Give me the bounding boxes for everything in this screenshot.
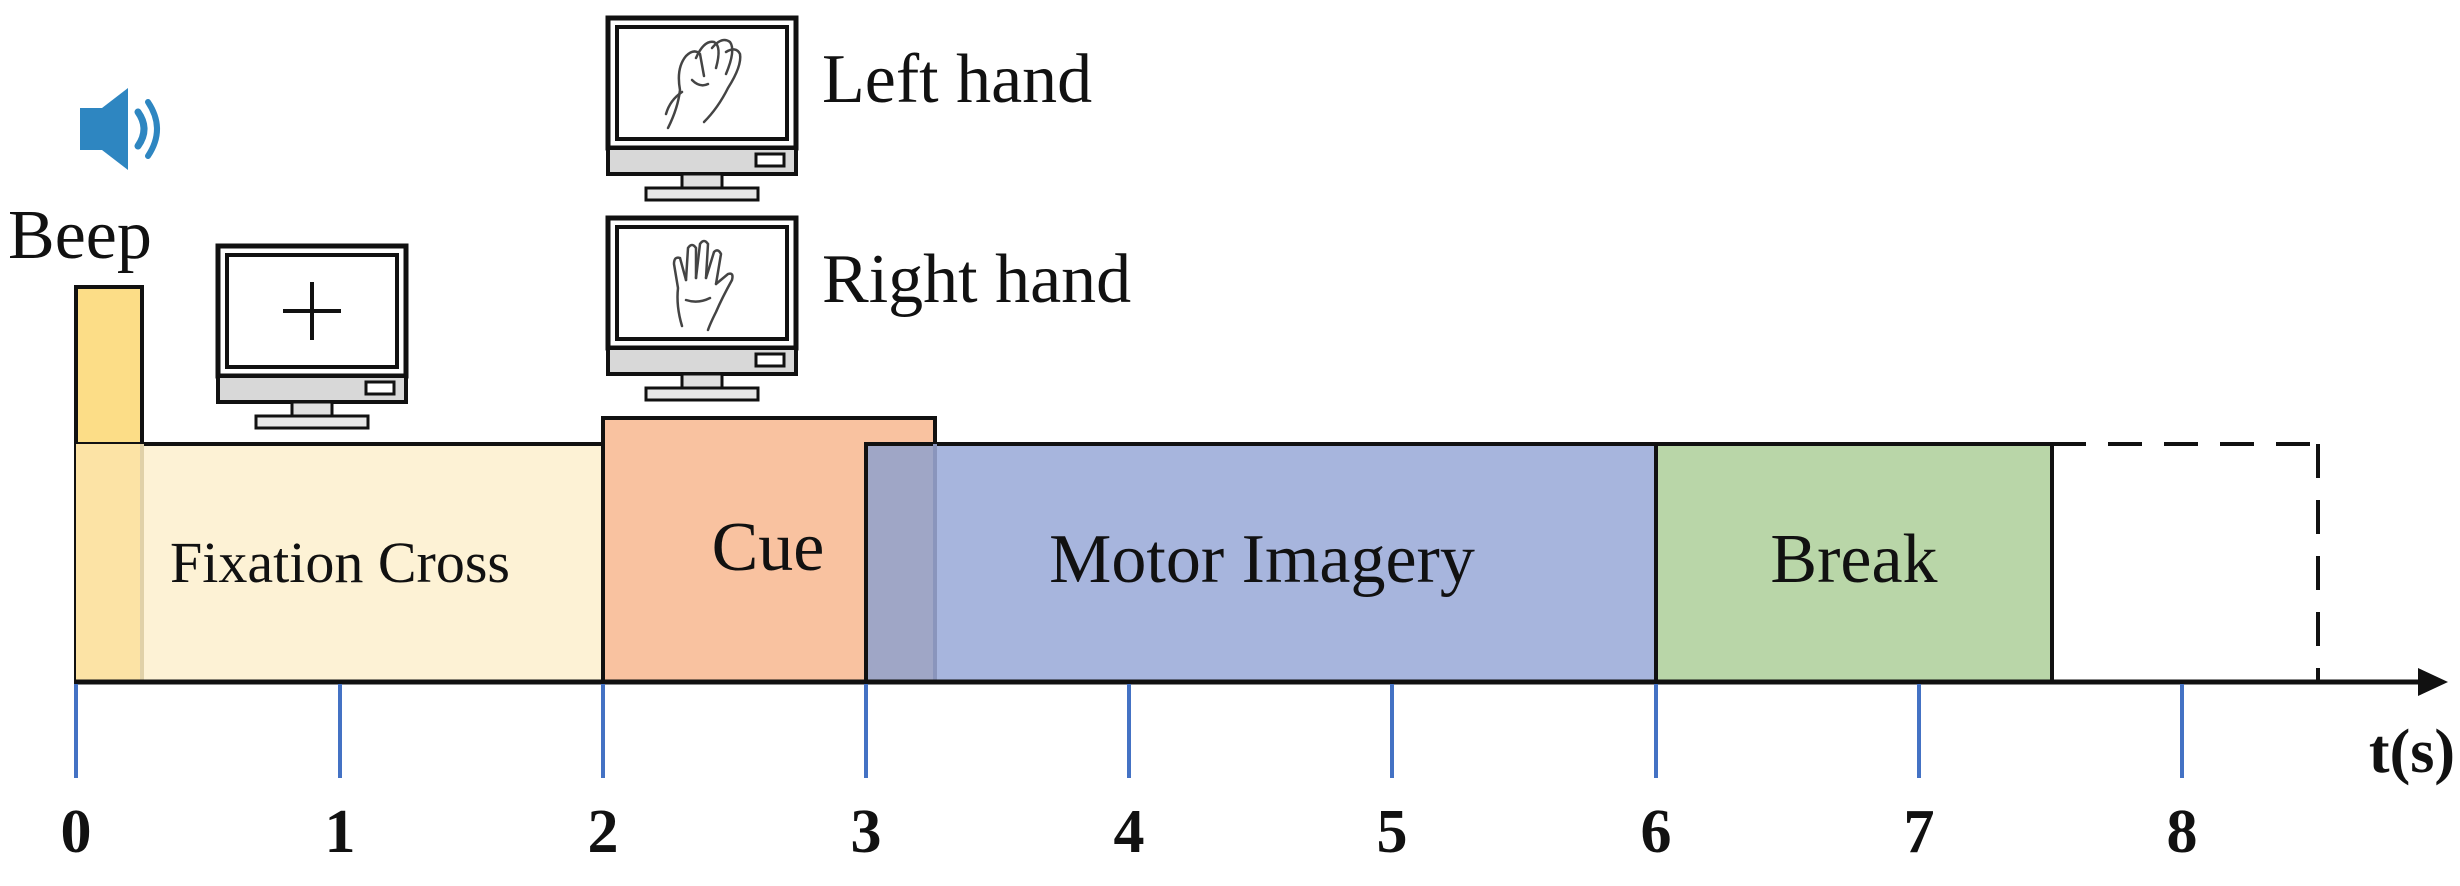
phase-label-motor-imagery: Motor Imagery	[1049, 521, 1475, 598]
tick-label-2: 2	[588, 798, 619, 866]
tick-label-8: 8	[2167, 798, 2198, 866]
tick-label-0: 0	[61, 798, 92, 866]
beep-label: Beep	[8, 197, 152, 274]
left-hand-icon	[664, 38, 742, 130]
cue-label-right-hand: Right hand	[822, 241, 1131, 318]
axis-unit-label: t(s)	[2369, 718, 2455, 786]
phase-label-cue: Cue	[712, 509, 825, 586]
beep-overlap	[76, 444, 142, 682]
right-hand-monitor-icon	[605, 215, 799, 402]
fixation-monitor-icon	[215, 243, 409, 430]
phase-break	[1654, 442, 2054, 684]
left-hand-monitor-icon	[605, 15, 799, 202]
phase-label-fixation: Fixation Cross	[170, 530, 510, 595]
cue-label-left-hand: Left hand	[822, 41, 1092, 118]
tick-label-3: 3	[851, 798, 882, 866]
phase-fixation	[74, 442, 605, 684]
beep-signal-bar	[74, 285, 144, 467]
fixation-cross-icon	[283, 282, 341, 340]
tick-label-7: 7	[1904, 798, 1935, 866]
speaker-icon	[80, 88, 160, 170]
tick-label-4: 4	[1114, 798, 1145, 866]
tick-label-1: 1	[325, 798, 356, 866]
phase-variable-interval	[2052, 442, 2320, 682]
right-hand-icon	[672, 239, 734, 332]
cue-overlap	[868, 446, 935, 680]
tick-marks	[74, 684, 2184, 778]
time-axis	[76, 668, 2448, 696]
tick-label-6: 6	[1641, 798, 1672, 866]
tick-label-5: 5	[1377, 798, 1408, 866]
phase-label-break: Break	[1770, 521, 1937, 598]
